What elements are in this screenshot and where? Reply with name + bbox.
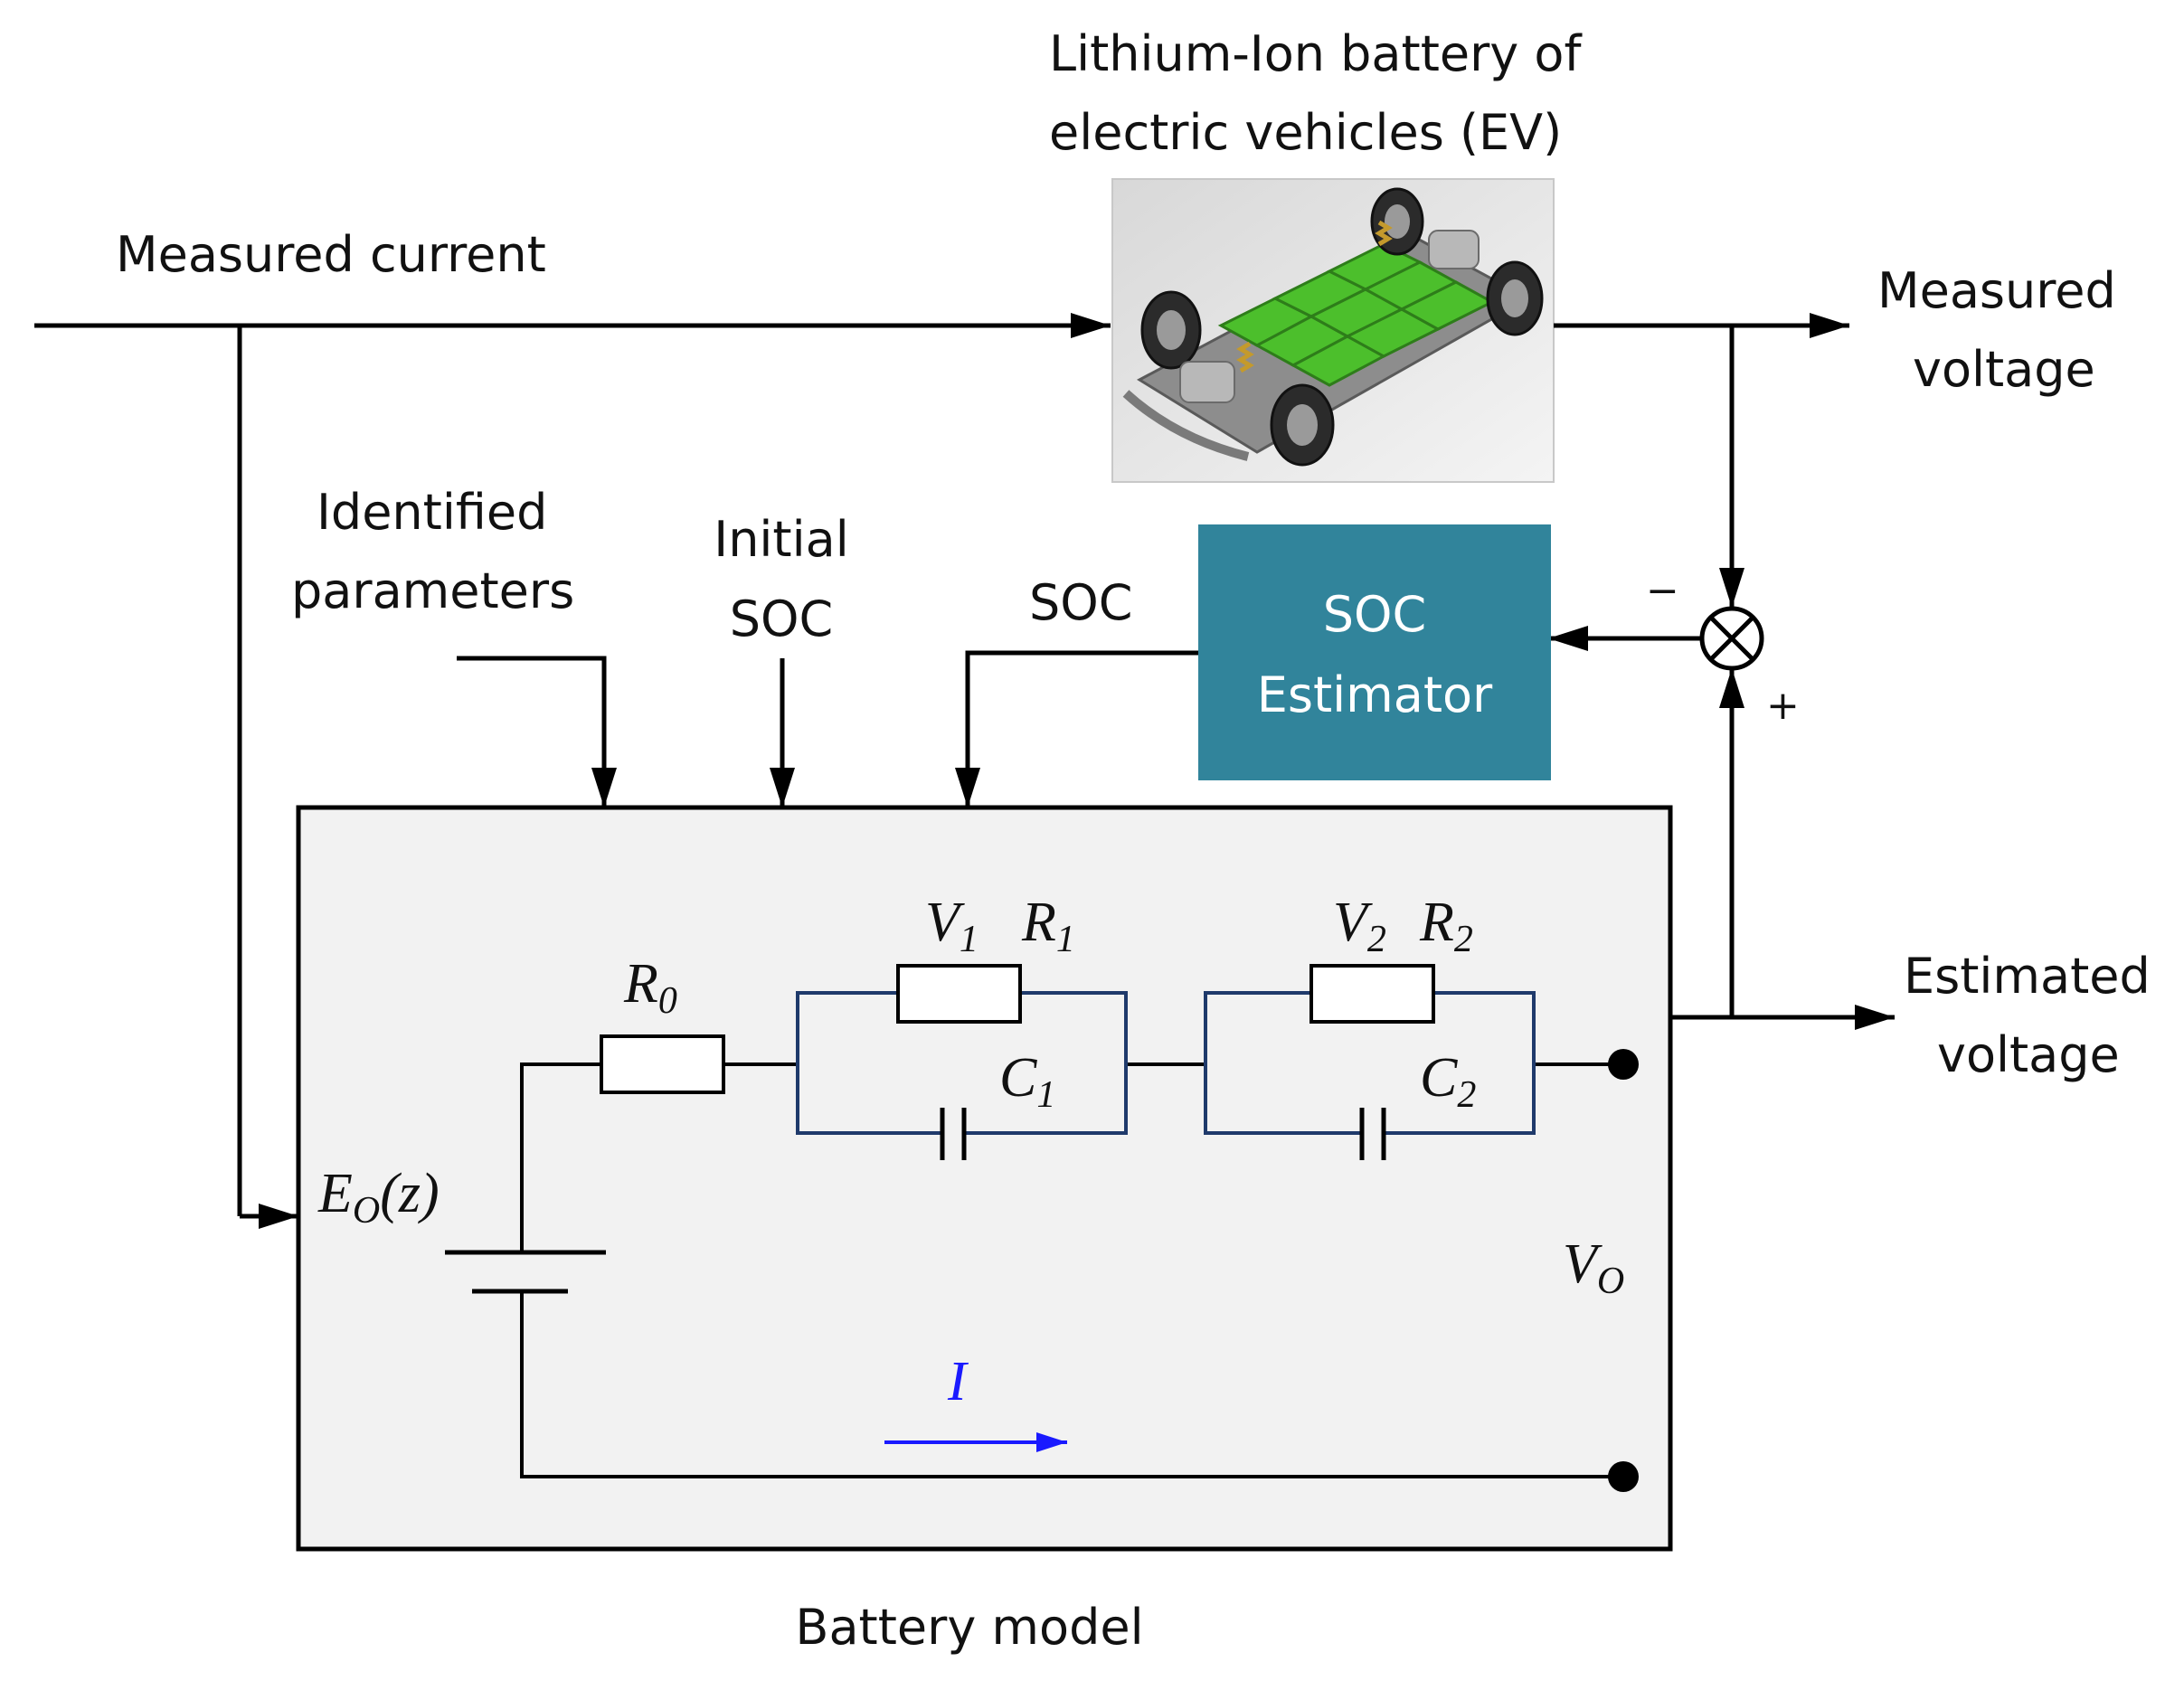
soc-feedback-wire [955,650,1198,807]
r1-label: R1 [1021,892,1075,960]
battery-model-box [296,805,1673,1552]
ev-title-line1: Lithium-Ion battery of [1049,25,1583,82]
initial-soc-line2: SOC [730,590,834,647]
measured-voltage-wire [1554,313,1849,608]
estimated-voltage-line2: voltage [1937,1026,2120,1083]
r2-label: R2 [1419,892,1473,960]
current-label: I [947,1351,969,1412]
initial-soc-line1: Initial [714,511,848,568]
output-terminal-top [1608,1049,1639,1080]
v2-label: V2 [1333,892,1386,960]
vo-label: VO [1563,1233,1624,1302]
measured-current-label: Measured current [116,226,546,283]
soc-label: SOC [1029,574,1133,631]
source-label: EO(z) [317,1163,440,1232]
soc-estimator-line1: SOC [1323,586,1427,643]
identified-params-line1: Identified [317,484,547,541]
r0-resistor [600,1034,725,1094]
battery-model-label: Battery model [795,1599,1143,1656]
output-terminal-bottom [1608,1461,1639,1492]
soc-estimator-block [1198,524,1551,780]
c2-label: C2 [1420,1047,1476,1116]
measured-current-wire [34,313,1111,1229]
estimated-voltage-wire [1670,668,1895,1030]
v1-label: V1 [925,892,979,960]
identified-parameters-wire [457,656,617,807]
minus-sign: − [1646,568,1679,614]
rc-branch-2 [1204,964,1536,1160]
r0-label: R0 [623,953,677,1022]
r1-resistor [896,964,1022,1024]
estimated-voltage-line1: Estimated [1904,948,2151,1005]
c1-label: C1 [999,1047,1055,1116]
soc-estimator-line2: Estimator [1257,666,1493,723]
identified-params-line2: parameters [291,562,574,619]
battery-source-symbol [445,1250,606,1294]
ev-chassis-battery-image [1111,178,1555,483]
r2-resistor [1309,964,1435,1024]
summing-junction-icon [1699,606,1764,671]
measured-voltage-line2: voltage [1913,341,2095,398]
measured-voltage-line1: Measured [1877,262,2116,319]
ev-title-line2: electric vehicles (EV) [1049,104,1562,161]
plus-sign: + [1766,683,1800,729]
rc-branch-1 [796,964,1128,1160]
